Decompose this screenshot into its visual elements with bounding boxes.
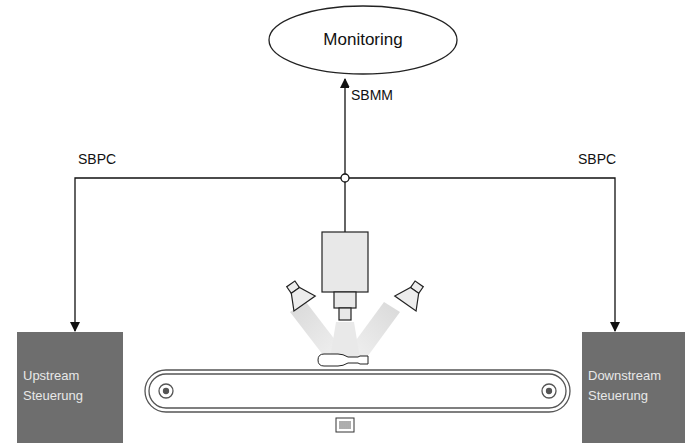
signal-wires — [75, 79, 615, 331]
signal-name: SBMM — [349, 87, 395, 103]
monitoring-ellipse: Monitoring — [268, 5, 458, 75]
bottle — [318, 354, 368, 366]
camera — [322, 232, 368, 320]
controller-box: Downstream Steuerung — [582, 332, 685, 443]
conveyor-belt — [145, 370, 570, 412]
encoder-symbol — [336, 418, 354, 432]
node-text: Upstream Steuerung — [23, 366, 118, 406]
signal-name: SBPC — [76, 151, 118, 167]
controller-box: Upstream Steuerung — [17, 332, 123, 443]
node-text: Downstream Steuerung — [588, 366, 680, 406]
node-text: Monitoring — [323, 27, 402, 53]
signal-name: SBPC — [576, 151, 618, 167]
light-beams — [290, 302, 400, 364]
